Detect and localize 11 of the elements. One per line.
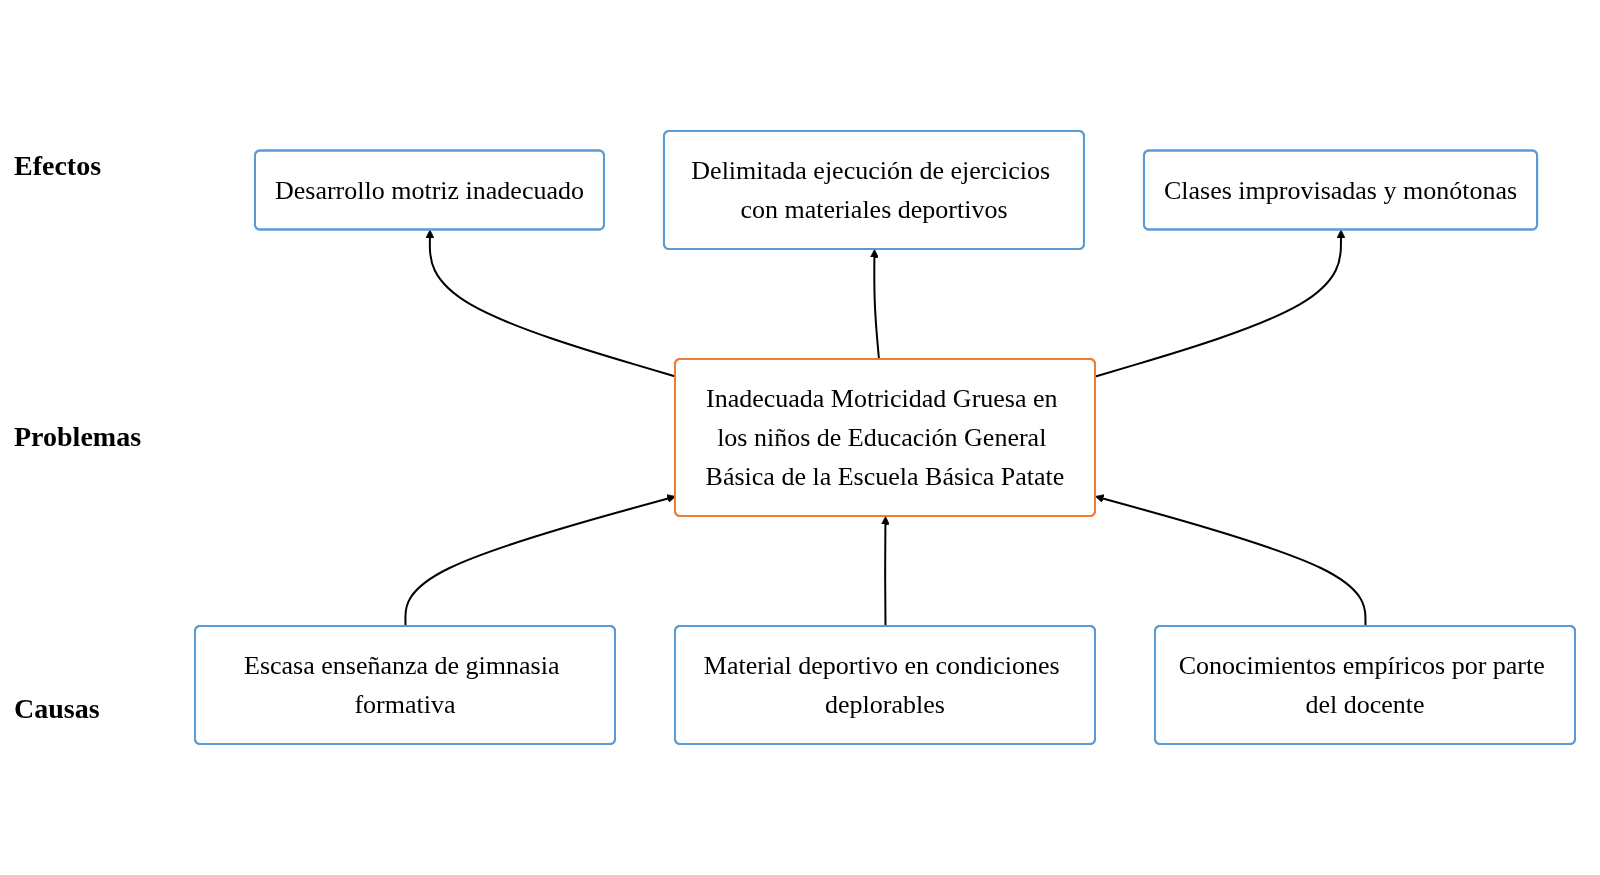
- row-label: Problemas: [14, 421, 143, 454]
- arrow: [870, 249, 880, 361]
- node-text: Inadecuada Motricidad Gruesa en los niños de Educación General Básica de la Escuela Básica Patate: [705, 384, 1065, 491]
- row-label: Efectos: [14, 149, 103, 182]
- arrow: [1095, 494, 1367, 628]
- arrow: [404, 494, 676, 628]
- arrow: [881, 516, 890, 628]
- node-text: Material deportivo en condiciones deplorables: [703, 651, 1060, 719]
- row-label: Causas: [14, 693, 101, 726]
- node-text: Conocimientos empíricos por parte del docente: [1178, 651, 1545, 719]
- node-text: Escasa enseñanza de gimnasia formativa: [244, 651, 560, 719]
